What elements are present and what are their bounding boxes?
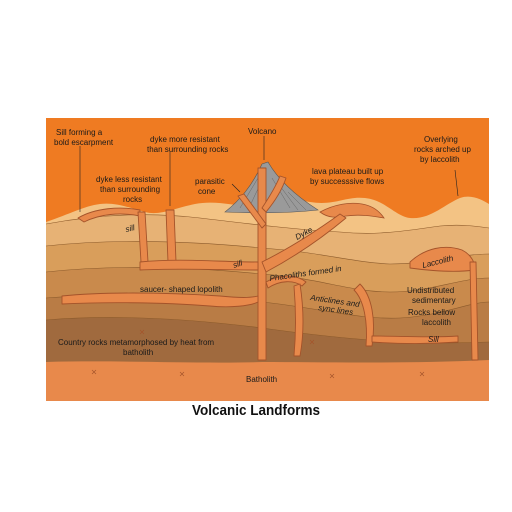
sill-middle (139, 259, 259, 271)
label-country-rocks-2: batholith (123, 348, 153, 357)
phacolith-1 (265, 275, 307, 289)
label-parasitic-1: parasitic (195, 177, 225, 186)
label-sill-escarpment-1: Sill forming a (56, 128, 103, 137)
rock-layer-5 (46, 293, 489, 343)
intrusions (46, 167, 489, 401)
laccolith (409, 246, 475, 272)
phacolith-2 (293, 283, 304, 357)
label-dyke-less-3: rocks (123, 195, 142, 204)
label-parasitic-2: cone (198, 187, 216, 196)
label-dyke-more-2: than surrounding rocks (147, 145, 228, 154)
label-dyke-more-1: dyke more resistant (150, 135, 221, 144)
leader-lines (79, 136, 459, 212)
surface-layer (46, 196, 489, 234)
label-dyke-less-1: dyke less resistant (96, 175, 163, 184)
rock-layer-4 (46, 265, 489, 319)
label-sill-middle: sill (232, 258, 244, 270)
label-undisturbed-1: Undistributed (407, 286, 454, 295)
label-sill-top: sill (125, 223, 136, 234)
dyke-inclined (261, 213, 347, 273)
label-rocks-below-1: Rocks bellow (408, 308, 455, 317)
phacolith-3 (353, 283, 374, 347)
rock-layer-6 (46, 315, 489, 370)
batholith-body (46, 360, 489, 401)
cross-section (46, 118, 489, 401)
label-batholith: Batholith (246, 375, 277, 384)
label-undisturbed-2: sedimentary (412, 296, 456, 305)
label-overlying-3: by laccolith (420, 155, 460, 164)
label-country-rocks-1: Country rocks metamorphosed by heat from (58, 338, 214, 347)
label-dyke-less-2: than surrounding (100, 185, 160, 194)
lopolith (61, 292, 259, 308)
label-lava-1: lava plateau built up (312, 167, 384, 176)
rock-layer-2 (46, 214, 489, 264)
label-sill-lower: Sill (428, 335, 439, 344)
label-lopolith: saucer- shaped lopolith (140, 285, 223, 294)
label-overlying-1: Overlying (424, 135, 458, 144)
dyke-more-resistant (165, 209, 177, 263)
metamorphic-marks (91, 329, 425, 379)
label-lava-2: by successsive flows (310, 177, 384, 186)
label-volcano: Volcano (248, 127, 277, 136)
label-overlying-2: rocks arched up (414, 145, 471, 154)
label-rocks-below-2: laccolith (422, 318, 451, 327)
diagram-caption: Volcanic Landforms (191, 402, 321, 419)
sill-lower (371, 335, 459, 344)
label-sill-escarpment-2: bold escarpment (54, 138, 114, 147)
